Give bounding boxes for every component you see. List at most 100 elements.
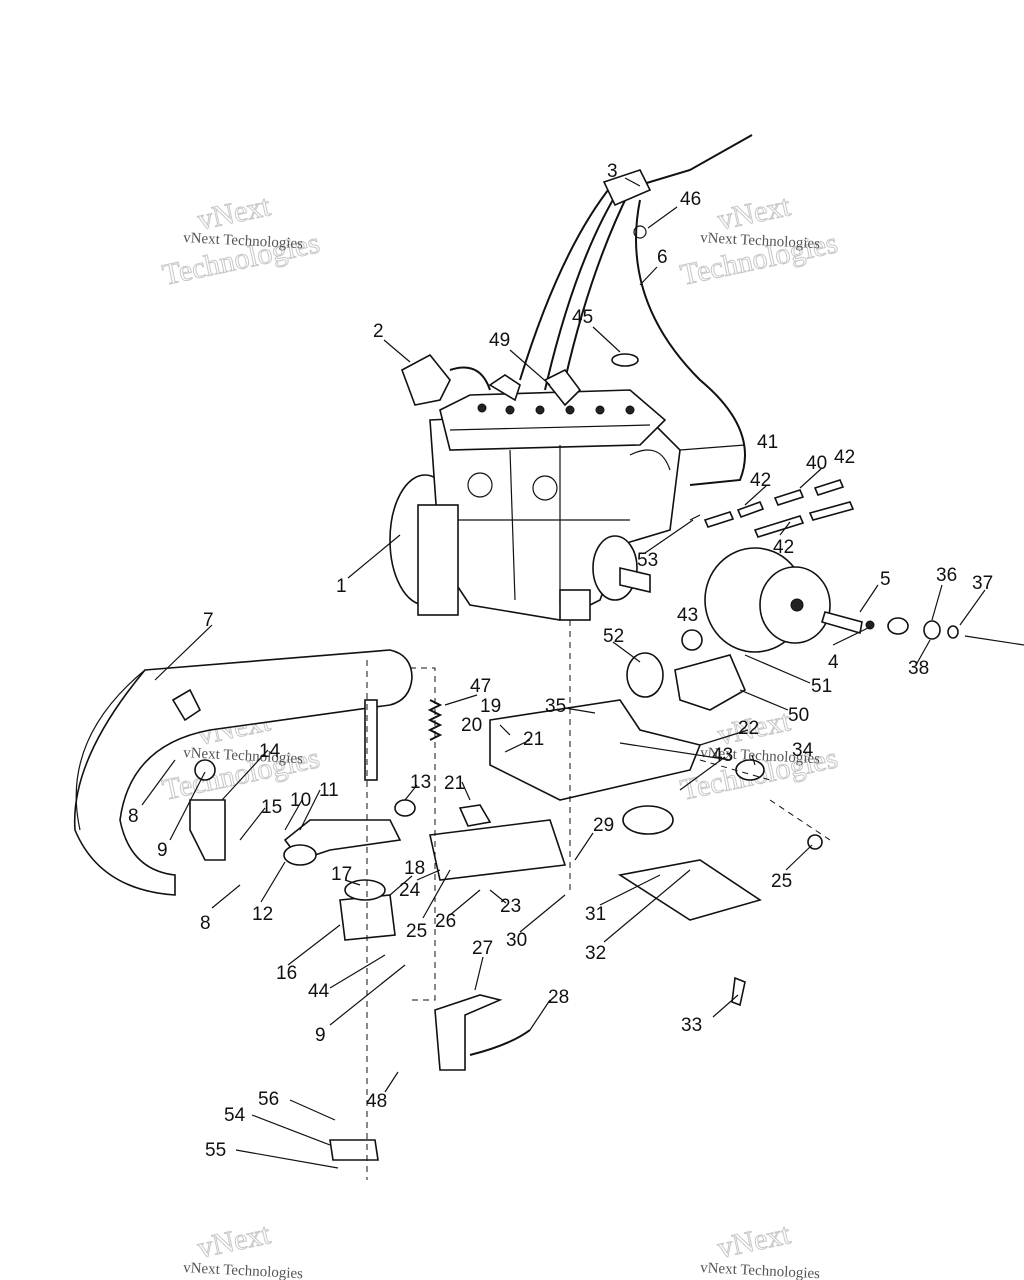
label-14: 14 xyxy=(259,741,281,762)
watermark-mid-left: vNext Technologies vNext Technologies xyxy=(159,704,323,808)
label-3: 3 xyxy=(607,161,618,182)
label-36: 36 xyxy=(936,565,957,586)
label-25b: 25 xyxy=(771,871,792,892)
svg-text:vNext: vNext xyxy=(715,1217,794,1265)
label-18: 18 xyxy=(404,858,425,879)
label-10: 10 xyxy=(290,790,311,811)
watermark-bottom-right: vNext vNext Technologies xyxy=(700,1217,821,1280)
label-49: 49 xyxy=(489,330,510,351)
label-43a: 43 xyxy=(677,605,698,626)
svg-text:vNext Technologies: vNext Technologies xyxy=(183,745,304,767)
label-43b: 43 xyxy=(712,745,733,766)
label-42b: 42 xyxy=(750,470,771,491)
svg-text:vNext: vNext xyxy=(715,189,794,237)
label-13: 13 xyxy=(410,772,431,793)
label-4: 4 xyxy=(828,652,839,673)
label-32: 32 xyxy=(585,943,606,964)
label-8a: 8 xyxy=(128,806,139,827)
label-42c: 42 xyxy=(773,537,794,558)
svg-text:vNext: vNext xyxy=(195,189,274,237)
svg-text:vNext: vNext xyxy=(195,1217,274,1265)
watermark-top-right: vNext Technologies vNext Technologies xyxy=(677,189,841,293)
label-20: 20 xyxy=(461,715,482,736)
throttle-cable xyxy=(519,134,753,486)
bracket-50 xyxy=(674,654,747,711)
label-25a: 25 xyxy=(406,921,427,942)
svg-text:vNext Technologies: vNext Technologies xyxy=(700,230,821,252)
label-40: 40 xyxy=(806,453,827,474)
label-22: 22 xyxy=(738,718,759,739)
alignment-lines xyxy=(366,620,831,1180)
label-24: 24 xyxy=(399,880,421,901)
svg-text:vNext Technologies: vNext Technologies xyxy=(700,745,821,767)
leader-lines xyxy=(141,177,986,1169)
label-35: 35 xyxy=(545,696,566,717)
label-28: 28 xyxy=(548,987,569,1008)
watermark-bottom-left: vNext vNext Technologies xyxy=(183,1217,304,1280)
fuel-lines xyxy=(689,479,855,538)
label-38: 38 xyxy=(908,658,929,679)
label-44: 44 xyxy=(308,981,330,1002)
label-23: 23 xyxy=(500,896,521,917)
part-labels: 1 2 3 4 5 6 7 8 8 9 9 10 11 12 13 14 15 … xyxy=(128,161,993,1161)
svg-text:vNext Technologies: vNext Technologies xyxy=(700,1260,821,1280)
label-33: 33 xyxy=(681,1015,702,1036)
label-9a: 9 xyxy=(157,840,168,861)
label-54: 54 xyxy=(224,1105,246,1126)
fitting-34 xyxy=(735,759,765,781)
muffler xyxy=(73,649,413,896)
label-16: 16 xyxy=(276,963,297,984)
bracket-27 xyxy=(434,994,531,1071)
watermark-top-left: vNext Technologies vNext Technologies xyxy=(159,189,323,293)
label-19: 19 xyxy=(480,696,501,717)
label-46: 46 xyxy=(680,189,701,210)
clutch-bolt-stack xyxy=(821,611,1024,646)
label-31: 31 xyxy=(585,904,606,925)
label-6: 6 xyxy=(657,247,668,268)
label-47: 47 xyxy=(470,676,491,697)
grommet-52 xyxy=(626,652,664,698)
svg-text:vNext Technologies: vNext Technologies xyxy=(183,1260,304,1280)
label-21a: 21 xyxy=(523,729,544,750)
ignition-coil xyxy=(401,353,491,406)
cap-45 xyxy=(611,353,639,367)
bolt-33 xyxy=(731,976,746,1007)
label-7: 7 xyxy=(203,610,214,631)
label-2: 2 xyxy=(373,321,384,342)
label-29: 29 xyxy=(593,815,614,836)
label-8b: 8 xyxy=(200,913,211,934)
label-17: 17 xyxy=(331,864,352,885)
label-51: 51 xyxy=(811,676,832,697)
label-9b: 9 xyxy=(315,1025,326,1046)
label-42a: 42 xyxy=(834,447,855,468)
label-27: 27 xyxy=(472,938,493,959)
label-55: 55 xyxy=(205,1140,226,1161)
label-26: 26 xyxy=(435,911,456,932)
rubber-mount xyxy=(339,879,396,941)
label-41: 41 xyxy=(757,432,778,453)
label-48: 48 xyxy=(366,1091,387,1112)
bracket-54 xyxy=(329,1139,379,1161)
label-50: 50 xyxy=(788,705,809,726)
label-45: 45 xyxy=(572,307,593,328)
label-56: 56 xyxy=(258,1089,279,1110)
label-12: 12 xyxy=(252,904,273,925)
label-11: 11 xyxy=(319,780,339,801)
label-1: 1 xyxy=(336,576,347,597)
label-5: 5 xyxy=(880,569,891,590)
spring-47 xyxy=(427,699,443,741)
label-30: 30 xyxy=(506,930,527,951)
label-15: 15 xyxy=(261,797,282,818)
label-37: 37 xyxy=(972,573,993,594)
label-52: 52 xyxy=(603,626,624,647)
exhaust-manifold xyxy=(189,759,416,866)
grommet-43 xyxy=(681,629,703,651)
label-53: 53 xyxy=(637,550,658,571)
svg-text:vNext Technologies: vNext Technologies xyxy=(183,230,304,252)
drive-clutch xyxy=(592,535,831,653)
engine-plate xyxy=(429,699,762,921)
label-21b: 21 xyxy=(444,773,465,794)
label-34: 34 xyxy=(792,740,814,761)
engine-assembly xyxy=(389,368,681,621)
